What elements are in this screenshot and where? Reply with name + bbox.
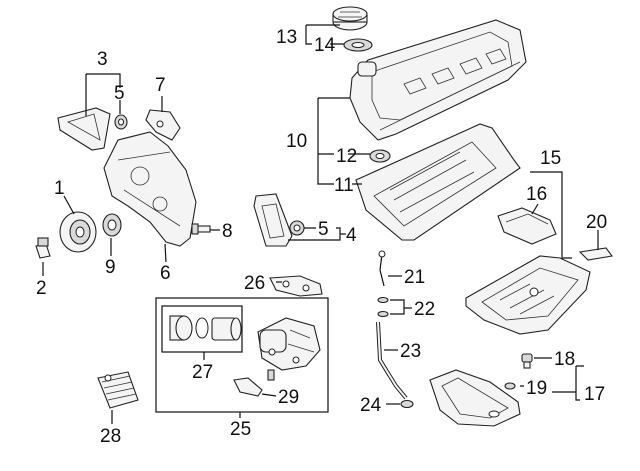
dipstick-handle-part <box>378 250 386 287</box>
filter-element-box <box>161 305 243 353</box>
callout-15: 15 <box>540 148 561 169</box>
front-seal-part <box>102 213 122 237</box>
callout-17: 17 <box>584 384 605 405</box>
callout-2: 2 <box>36 278 47 299</box>
upper-oil-pan-part <box>465 255 591 335</box>
callout-5-lower: 5 <box>318 219 329 240</box>
callout-3: 3 <box>97 49 108 70</box>
callout-25: 25 <box>230 419 251 440</box>
callout-9: 9 <box>105 257 116 278</box>
callout-8: 8 <box>222 221 233 242</box>
o-rings-part <box>377 296 389 318</box>
callout-26: 26 <box>244 273 265 294</box>
callout-14: 14 <box>314 35 336 56</box>
callout-27: 27 <box>192 362 213 383</box>
callout-1: 1 <box>54 178 65 199</box>
callout-5-upper: 5 <box>114 83 125 104</box>
filter-assembly-box <box>155 297 329 413</box>
side-gasket-part <box>253 193 293 247</box>
callout-19: 19 <box>526 378 547 399</box>
lower-oil-pan-part <box>429 369 521 427</box>
callout-10: 10 <box>286 131 307 152</box>
spark-seal-part <box>369 149 391 163</box>
callout-4: 4 <box>346 225 357 246</box>
filter-element-part <box>169 315 242 341</box>
oil-gasket-part <box>269 275 323 297</box>
leader-lines <box>42 24 599 424</box>
upper-seal-part <box>114 114 128 130</box>
callout-11: 11 <box>334 175 354 196</box>
lower-seal-part <box>289 220 305 236</box>
pan-plate-part <box>578 247 613 261</box>
oil-filler-cap-part <box>332 6 368 31</box>
callout-16: 16 <box>526 184 547 205</box>
callout-13: 13 <box>276 27 297 48</box>
cap-seal-part <box>343 38 373 52</box>
callout-6: 6 <box>160 263 171 284</box>
timing-gasket-part <box>57 107 111 151</box>
timing-cover-part <box>103 131 197 247</box>
callout-23: 23 <box>400 341 421 362</box>
callout-20: 20 <box>586 212 607 233</box>
callout-18: 18 <box>554 349 575 370</box>
crank-pulley-part <box>59 211 97 253</box>
oil-cooler-part <box>97 371 139 409</box>
drain-washer-part <box>504 382 516 390</box>
pulley-bolt-part <box>35 237 51 259</box>
callout-29: 29 <box>278 387 299 408</box>
dipstick-tube-part <box>376 321 408 400</box>
callout-7: 7 <box>155 75 166 96</box>
oil-baffle-part <box>497 207 557 245</box>
callout-24: 24 <box>360 395 382 416</box>
tube-o-ring-part <box>400 399 414 409</box>
callout-28: 28 <box>100 426 121 447</box>
callout-21: 21 <box>404 267 425 288</box>
drain-plug-part <box>521 353 533 369</box>
callout-12: 12 <box>336 146 357 167</box>
valve-cover-part <box>349 19 527 141</box>
cover-gasket-part <box>355 123 521 241</box>
filter-housing-part <box>257 317 321 371</box>
housing-gasket-part <box>233 369 275 397</box>
cover-bolt-part <box>191 223 211 235</box>
cover-gasket-small-part <box>145 109 181 141</box>
callout-22: 22 <box>414 299 435 320</box>
